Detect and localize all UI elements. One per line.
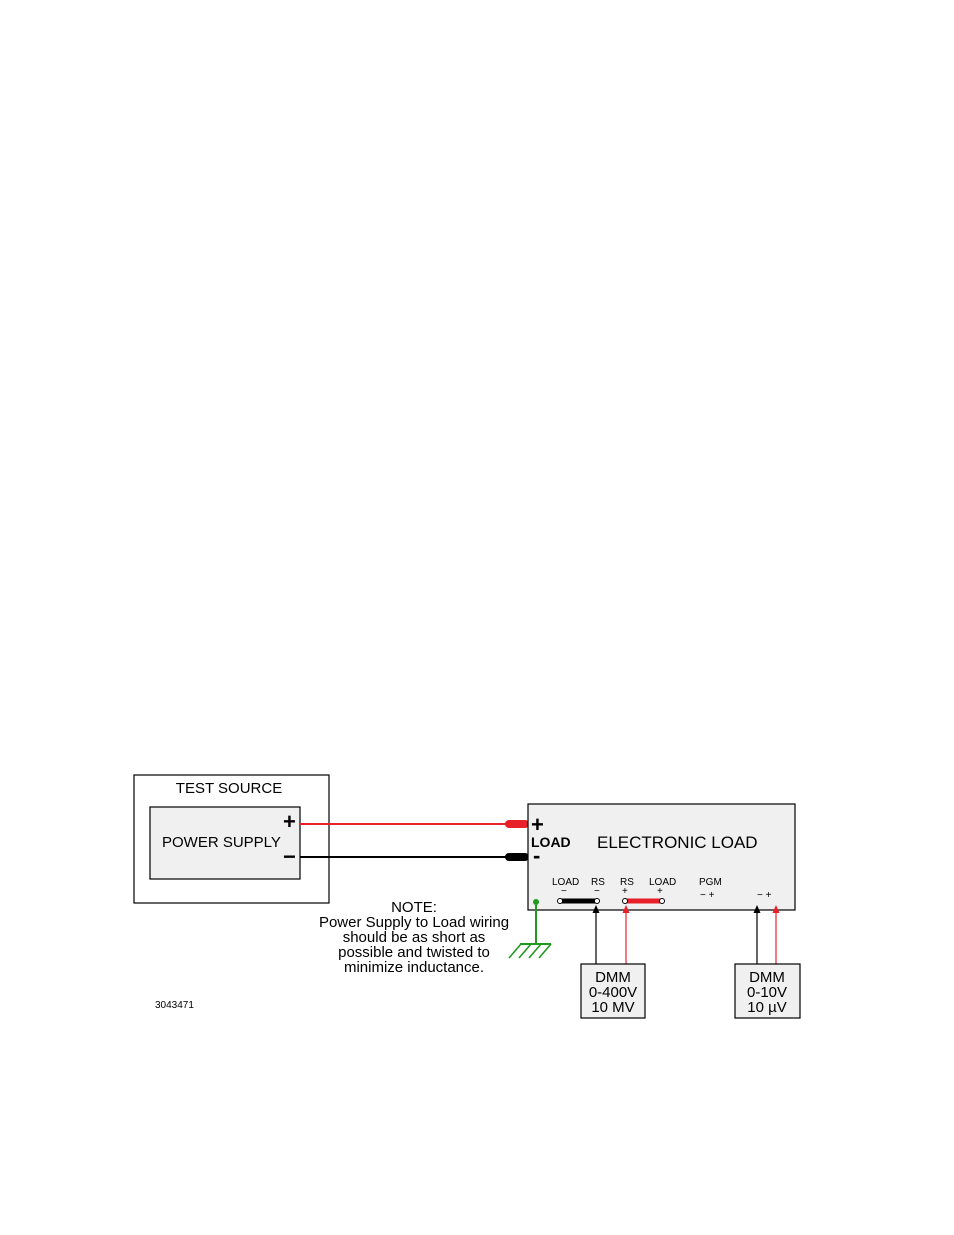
ground-hatch-3	[529, 944, 541, 958]
rear-terminal-load-pos-polarity: +	[657, 886, 663, 897]
dmm-high-voltage: DMM 0-400V 10 MV	[581, 964, 645, 1018]
terminal-load-neg	[558, 899, 563, 904]
power-supply-minus: −	[283, 844, 296, 869]
ground-hatch-4	[539, 944, 551, 958]
rear-terminal-pgm: PGM	[699, 877, 722, 888]
wiring-note: NOTE: Power Supply to Load wiring should…	[319, 899, 509, 976]
dmm-low-voltage: DMM 0-10V 10 µV	[735, 964, 800, 1018]
dmm1-line-3: 10 MV	[591, 999, 634, 1016]
load-plus-terminal: +	[531, 812, 544, 837]
terminal-rs-neg	[595, 899, 600, 904]
terminal-rs-pos	[623, 899, 628, 904]
electronic-load-title: ELECTRONIC LOAD	[597, 833, 758, 852]
ground-hatch-1	[509, 944, 521, 958]
load-minus-terminal: -	[533, 843, 540, 868]
electronic-load: ELECTRONIC LOAD LOAD + - LOAD − RS − RS …	[528, 804, 795, 910]
ground-hatch-2	[519, 944, 531, 958]
rear-terminal-rs-neg-polarity: −	[594, 886, 600, 897]
note-line-4: minimize inductance.	[344, 959, 484, 976]
rear-terminal-pgm-polarity: − +	[700, 890, 715, 901]
test-source-title: TEST SOURCE	[176, 780, 282, 797]
rear-terminal-monitor-polarity: − +	[757, 890, 772, 901]
rear-terminal-load-neg-polarity: −	[561, 886, 567, 897]
ground-terminal	[533, 899, 539, 905]
power-supply: POWER SUPPLY + −	[150, 807, 300, 879]
power-supply-plus: +	[283, 809, 296, 834]
dmm2-line-3: 10 µV	[747, 999, 787, 1016]
positive-connector	[505, 820, 529, 828]
rear-terminal-rs-pos-polarity: +	[622, 886, 628, 897]
figure-id: 3043471	[155, 1000, 194, 1011]
negative-connector	[505, 853, 529, 861]
power-supply-label: POWER SUPPLY	[162, 834, 281, 851]
terminal-load-pos	[660, 899, 665, 904]
